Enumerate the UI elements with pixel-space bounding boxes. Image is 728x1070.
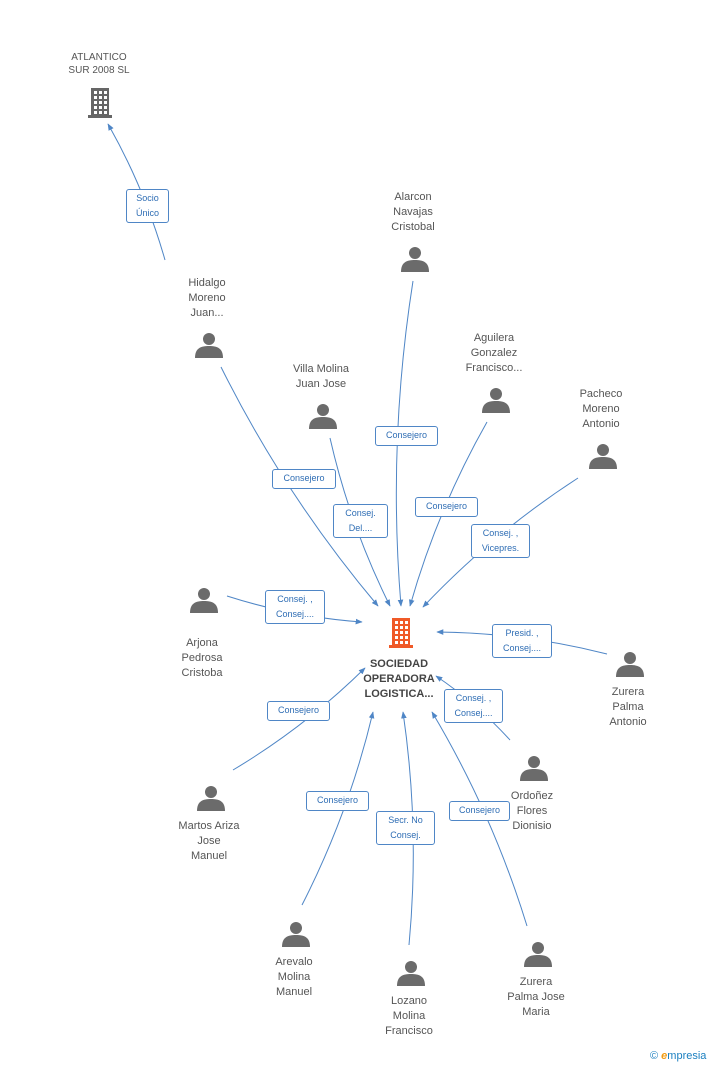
person-label-arjona[interactable]: Arjona Pedrosa Cristoba [181,637,223,679]
role-badge-aguilera[interactable]: Consejero [415,497,478,517]
role-badge-zurera_antonio[interactable]: Presid. , Consej.... [492,624,552,658]
person-label-martos[interactable]: Martos Ariza Jose Manuel [178,820,240,862]
role-badge-arevalo[interactable]: Consejero [306,791,369,811]
role-badge-martos[interactable]: Consejero [267,701,330,721]
person-label-lozano[interactable]: Lozano Molina Francisco [385,995,433,1037]
person-icon-alarcon[interactable] [401,247,429,272]
role-badge-alarcon[interactable]: Consejero [375,426,438,446]
person-label-arevalo[interactable]: Arevalo Molina Manuel [275,956,313,998]
person-icon-arjona[interactable] [190,588,218,613]
role-badge-zurera_jose[interactable]: Consejero [449,801,510,821]
person-icon-hidalgo[interactable] [195,333,223,358]
person-icon-martos[interactable] [197,786,225,811]
person-icon-pacheco[interactable] [589,444,617,469]
edge-martos [232,667,366,771]
empresia-logo: © empresia [650,1050,707,1062]
person-label-ordonez[interactable]: Ordoñez Flores Dionisio [510,790,554,832]
person-label-pacheco[interactable]: Pacheco Moreno Antonio [579,388,623,430]
parent-company-building-icon[interactable] [88,88,112,118]
person-label-villa[interactable]: Villa Molina Juan Jose [292,363,350,390]
parent-company-label[interactable]: ATLANTICO SUR 2008 SL [68,52,130,76]
person-label-alarcon[interactable]: Alarcon Navajas Cristobal [391,191,435,233]
copyright-icon: © [650,1050,659,1062]
person-label-zurera_antonio[interactable]: Zurera Palma Antonio [609,686,647,728]
role-badge-lozano[interactable]: Secr. No Consej. [376,811,435,845]
role-badge-hidalgo[interactable]: Consejero [272,469,336,489]
role-badge-villa[interactable]: Consej. Del.... [333,504,388,538]
person-icon-aguilera[interactable] [482,388,510,413]
role-badge-socio-unico[interactable]: Socio Único [126,189,169,223]
person-icon-zurera_antonio[interactable] [616,652,644,677]
person-icon-ordonez[interactable] [520,756,548,781]
person-icon-zurera_jose[interactable] [524,942,552,967]
role-badge-arjona[interactable]: Consej. , Consej.... [265,590,325,624]
person-label-hidalgo[interactable]: Hidalgo Moreno Juan... [188,277,226,319]
person-icon-lozano[interactable] [397,961,425,986]
person-icon-arevalo[interactable] [282,922,310,947]
person-label-zurera_jose[interactable]: Zurera Palma Jose Maria [507,976,565,1018]
role-badge-pacheco[interactable]: Consej. , Vicepres. [471,524,530,558]
person-icon-villa[interactable] [309,404,337,429]
center-company-label[interactable]: SOCIEDAD OPERADORA LOGISTICA... [363,658,435,700]
edge-hidalgo [220,366,379,607]
center-company-building-icon[interactable] [389,618,413,648]
person-label-aguilera[interactable]: Aguilera Gonzalez Francisco... [465,332,523,374]
role-badge-ordonez[interactable]: Consej. , Consej.... [444,689,503,723]
